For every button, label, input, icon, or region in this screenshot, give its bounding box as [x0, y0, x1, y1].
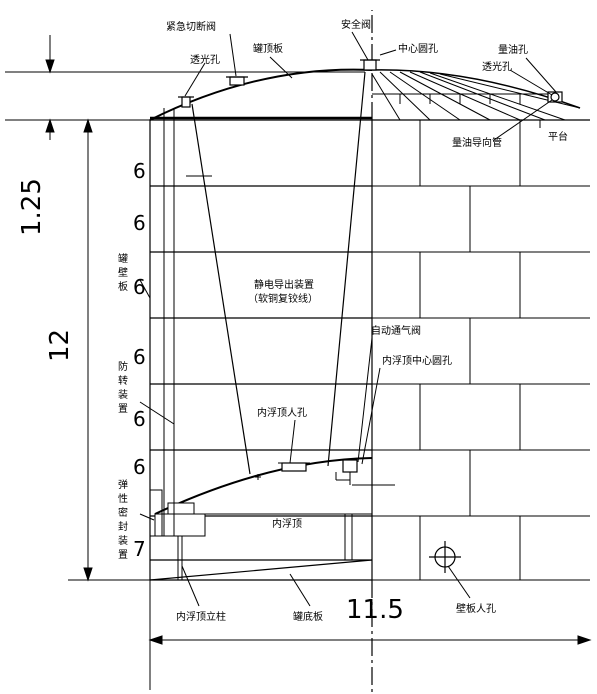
label-inner-center-hole: 内浮顶中心圆孔 — [382, 354, 452, 367]
label-inner-roof: 内浮顶 — [272, 517, 302, 530]
ring-thickness-5: 6 — [133, 407, 146, 431]
label-center-hole: 中心圆孔 — [398, 42, 438, 55]
wall-plate-pattern — [372, 120, 590, 581]
ring-thickness-3: 6 — [133, 275, 146, 299]
label-elastic-seal-2: 性 — [118, 492, 128, 505]
ring-thickness-labels: 6 6 6 6 6 6 7 — [133, 159, 146, 561]
dimension-lines — [5, 35, 592, 690]
dim-diameter: 11.5 — [346, 595, 404, 625]
label-platform: 平台 — [548, 130, 568, 143]
label-wall-plate-3: 板 — [118, 280, 128, 293]
label-elastic-seal-5: 装 — [118, 534, 128, 547]
roof-fittings — [178, 59, 563, 108]
roof-truss — [371, 71, 581, 121]
label-safety-valve: 安全阀 — [341, 18, 371, 31]
label-light-hole-right: 透光孔 — [482, 60, 512, 73]
label-elastic-seal-4: 封 — [118, 520, 128, 533]
label-auto-vent: 自动通气阀 — [371, 324, 421, 337]
label-inner-manhole: 内浮顶人孔 — [257, 406, 307, 419]
ring-thickness-7: 7 — [133, 537, 146, 561]
label-gauge-guide: 量油导向管 — [452, 136, 502, 149]
label-elastic-seal-6: 置 — [118, 549, 128, 561]
label-static-device: 静电导出装置 — [254, 278, 314, 291]
label-gauge-hole: 量油孔 — [498, 43, 528, 56]
label-bottom-plate: 罐底板 — [293, 610, 323, 623]
label-wall-manhole: 壁板人孔 — [456, 602, 496, 615]
label-pillar: 内浮顶立柱 — [176, 610, 226, 623]
inner-floating-roof — [149, 457, 395, 537]
dim-wall-height: 12 — [45, 329, 75, 362]
pillars — [163, 108, 353, 580]
leader-lines — [139, 31, 557, 607]
label-static-device-note: （软铜复铰线） — [248, 292, 318, 305]
label-elastic-seal-3: 密 — [118, 506, 128, 519]
label-anti-rotation-1: 防 — [118, 360, 128, 373]
label-elastic-seal-1: 弹 — [118, 478, 128, 491]
label-light-hole-left: 透光孔 — [190, 53, 220, 66]
wall-manhole-symbol — [429, 541, 461, 573]
ring-thickness-6: 6 — [133, 455, 146, 479]
ring-thickness-1: 6 — [133, 159, 146, 183]
label-wall-plate-1: 罐 — [118, 252, 128, 265]
dim-roof-height: 1.25 — [17, 178, 47, 236]
static-cables — [191, 71, 366, 475]
label-emergency-valve: 紧急切断阀 — [166, 20, 216, 33]
ring-thickness-2: 6 — [133, 211, 146, 235]
label-roof-plate: 罐顶板 — [253, 42, 283, 55]
label-anti-rotation-4: 置 — [118, 403, 128, 415]
label-anti-rotation-3: 装 — [118, 388, 128, 401]
dimension-values: 1.25 12 11.5 — [17, 178, 404, 625]
label-wall-plate-2: 壁 — [118, 266, 128, 279]
labels: 紧急切断阀 安全阀 中心圆孔 量油孔 透光孔 罐顶板 透光孔 平台 量油导向管 … — [118, 18, 568, 623]
ring-thickness-4: 6 — [133, 345, 146, 369]
label-anti-rotation-2: 转 — [118, 374, 128, 387]
